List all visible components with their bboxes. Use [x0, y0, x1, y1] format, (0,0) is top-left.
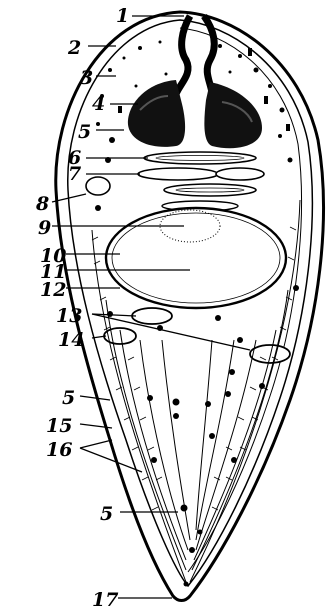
label-4: 4 [92, 93, 105, 115]
label-15: 15 [46, 415, 72, 437]
label-8: 8 [35, 193, 49, 215]
vacuole-13a [132, 308, 172, 324]
vacuole-8 [86, 177, 110, 195]
label-2: 2 [67, 37, 81, 59]
label-16: 16 [46, 439, 72, 461]
label-1: 1 [116, 5, 129, 27]
nucleus [106, 208, 286, 308]
label-5b: 5 [62, 387, 75, 409]
vacuole-13b [250, 345, 290, 363]
label-13: 13 [56, 305, 82, 327]
label-14: 14 [58, 329, 84, 351]
label-17: 17 [92, 589, 118, 610]
label-12: 12 [40, 279, 66, 301]
label-5a: 5 [78, 121, 91, 143]
label-9: 9 [38, 217, 51, 239]
label-7: 7 [68, 163, 81, 185]
label-3: 3 [80, 67, 93, 89]
label-5c: 5 [100, 503, 113, 525]
